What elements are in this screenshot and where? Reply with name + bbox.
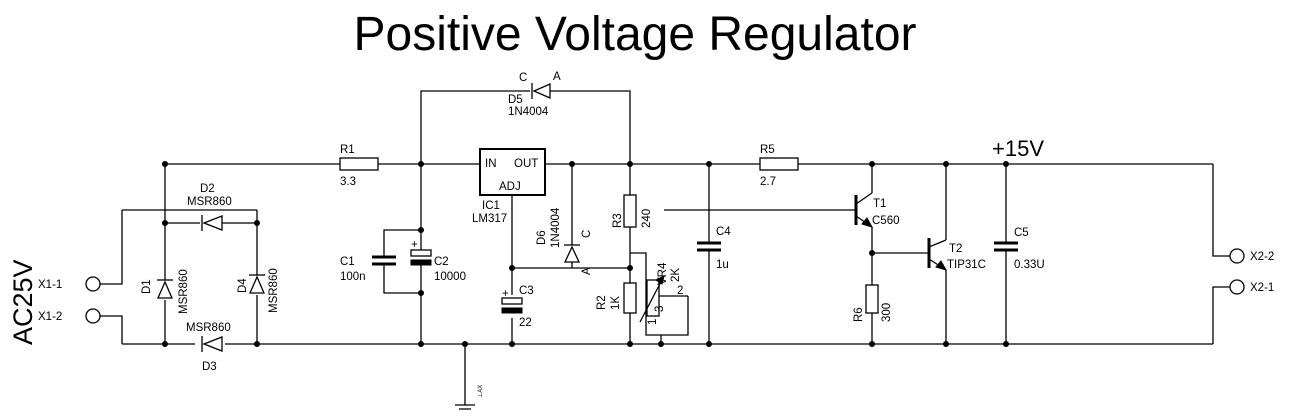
c2-plus: +: [411, 239, 418, 251]
r3-value: 240: [641, 209, 653, 228]
c5-ref: C5: [1014, 227, 1029, 239]
diagram-title: Positive Voltage Regulator: [353, 8, 916, 61]
connector-x2-2-label: X2-2: [1250, 251, 1274, 263]
vr4-value: 2K: [670, 268, 682, 282]
t2-ref: T2: [949, 243, 962, 255]
diode-d4: D4 MSR860: [237, 268, 280, 313]
connector-x1-1-label: X1-1: [38, 279, 62, 291]
connector-x2-1-label: X2-1: [1250, 282, 1274, 294]
capacitor-c2: + C2 10000: [410, 239, 466, 283]
r3-ref: R3: [612, 213, 624, 228]
vr4-pin1: 1: [647, 319, 659, 325]
c1-ref: C1: [340, 256, 355, 268]
resistor-r1: R1 3.3: [339, 144, 379, 188]
c3-plus: +: [502, 288, 509, 300]
transistor-t2: T2 TIP31C: [927, 238, 986, 271]
d5-anode: A: [553, 71, 561, 83]
r5-value: 2.7: [760, 176, 776, 188]
d3-value: MSR860: [186, 322, 231, 334]
connector-x2-2: X2-2: [1229, 248, 1274, 264]
d6-ref: D6: [536, 230, 548, 245]
r2-value: 1K: [610, 296, 622, 310]
t1-value: C560: [872, 215, 900, 227]
r5-ref: R5: [760, 144, 775, 156]
d6-anode: A: [581, 267, 593, 275]
d1-value: MSR860: [178, 269, 190, 314]
d5-ref: D5: [508, 94, 523, 106]
d6-value: 1N4004: [550, 207, 562, 248]
diode-d1: D1 MSR860: [141, 269, 190, 314]
resistor-r2: R2 1K: [596, 282, 637, 314]
c5-value: 0.33U: [1014, 259, 1045, 271]
connector-x1-2-label: X1-2: [38, 311, 62, 323]
vr4-ref: VR4: [657, 262, 669, 285]
ic1-pin-in: IN: [485, 158, 497, 170]
d3-ref: D3: [202, 361, 217, 373]
vr4-pin3: 3: [654, 306, 666, 312]
c1-value: 100n: [340, 271, 366, 283]
c4-ref: C4: [716, 226, 731, 238]
capacitor-c3: + C3 22: [501, 285, 534, 329]
diode-d5: C A D5 1N4004: [508, 71, 561, 118]
t1-ref: T1: [873, 198, 886, 210]
ic1-pin-out: OUT: [514, 158, 538, 170]
potentiometer-vr4: VR4 2K 3 1 2: [639, 262, 688, 325]
c2-ref: C2: [434, 256, 449, 268]
d6-cathode: C: [581, 230, 593, 238]
junctions: [162, 161, 1009, 347]
d4-value: MSR860: [268, 268, 280, 313]
resistor-r5: R5 2.7: [759, 144, 799, 188]
resistor-r6: R6 300: [853, 284, 893, 322]
d4-ref: D4: [237, 278, 249, 293]
input-voltage-label: AC25V: [8, 259, 38, 345]
c3-value: 22: [519, 317, 532, 329]
vr4-pin2: 2: [677, 285, 683, 297]
ground-tag: ⊥AX: [477, 385, 484, 398]
r6-value: 300: [881, 303, 893, 322]
diode-d3: MSR860 D3: [186, 322, 231, 373]
capacitor-c5: C5 0.33U: [994, 227, 1045, 271]
r1-value: 3.3: [340, 176, 356, 188]
ic1-value: LM317: [472, 213, 507, 225]
wires: [100, 90, 1230, 410]
output-voltage-label: +15V: [992, 136, 1044, 161]
transistor-t1: T1 C560: [854, 192, 900, 228]
d2-value: MSR860: [187, 196, 232, 208]
c4-value: 1u: [716, 259, 729, 271]
ic1-ref: IC1: [482, 200, 500, 212]
connector-x1-2: X1-2: [38, 308, 101, 324]
connector-x2-1: X2-1: [1229, 279, 1274, 295]
d5-value: 1N4004: [508, 106, 549, 118]
c2-value: 10000: [434, 271, 466, 283]
diode-d6: D6 1N4004 C A: [536, 207, 593, 275]
r1-ref: R1: [340, 144, 355, 156]
capacitor-c4: C4 1u: [697, 226, 731, 271]
ic1-pin-adj: ADJ: [499, 181, 521, 193]
d5-cathode: C: [519, 72, 527, 84]
r6-ref: R6: [853, 307, 865, 322]
d1-ref: D1: [141, 279, 153, 294]
capacitor-c1: C1 100n: [340, 255, 396, 283]
d2-ref: D2: [200, 183, 215, 195]
ic1-lm317: IN OUT ADJ IC1 LM317: [472, 148, 546, 225]
c3-ref: C3: [519, 285, 534, 297]
resistor-r3: R3 240: [612, 194, 653, 228]
diode-d2: D2 MSR860: [187, 183, 232, 231]
r2-ref: R2: [596, 295, 608, 310]
connector-x1-1: X1-1: [38, 276, 101, 292]
t2-value: TIP31C: [947, 259, 986, 271]
